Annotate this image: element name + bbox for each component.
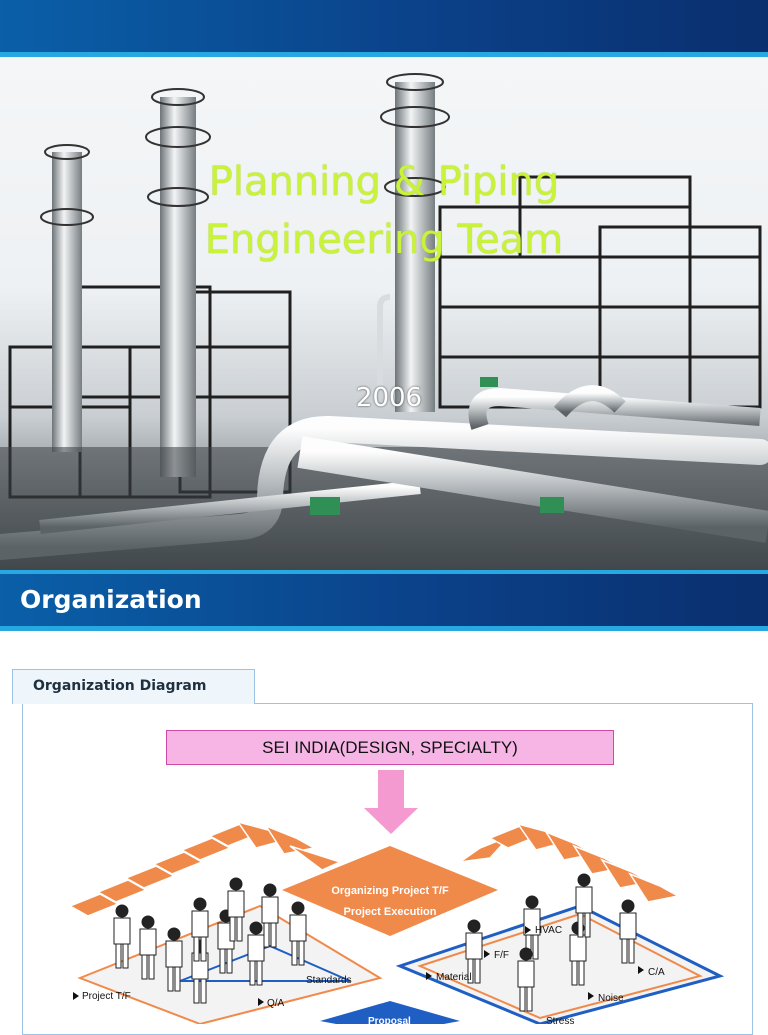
organization-diagram (68, 770, 725, 1024)
diagram-tab: Organization Diagram (12, 669, 255, 704)
label-project-tf: Project T/F (82, 991, 131, 1002)
label-bottom-diamond: Proposal (368, 1016, 411, 1027)
hero-year: 2006 (355, 383, 423, 413)
people-figure-icon (113, 873, 637, 1012)
label-qa: Q/A (267, 998, 285, 1009)
label-stress: Stress (546, 1016, 575, 1027)
hero-plant-image: Planning & Piping Engineering Team 2006 (0, 57, 768, 570)
top-header-band (0, 0, 768, 52)
refinery-illustration (0, 73, 768, 570)
label-hvac: HVAC (535, 925, 563, 936)
left-orange-steps (68, 820, 343, 917)
label-noise: Noise (598, 993, 624, 1004)
center-label-line-2: Project Execution (343, 906, 437, 918)
right-orange-steps (459, 822, 681, 903)
triangle-bullet-icon (73, 926, 644, 1006)
right-platform (395, 904, 725, 1024)
section-header-band (0, 574, 768, 626)
center-label-line-1: Organizing Project T/F (331, 885, 449, 897)
hero-title-line-1: Planning & Piping (208, 159, 560, 205)
label-standards: Standards (306, 975, 352, 986)
slide-divider-line (0, 570, 768, 574)
label-ff: F/F (494, 950, 509, 961)
diagram-tab-label: Organization Diagram (33, 678, 207, 694)
label-ca: C/A (648, 967, 665, 978)
section-header-accent-line (0, 626, 768, 631)
sei-india-label: SEI INDIA(DESIGN, SPECIALTY) (262, 737, 518, 757)
label-material: Material (436, 972, 472, 983)
hero-title-line-2: Engineering Team (204, 217, 564, 263)
section-title: Organization (20, 585, 202, 614)
center-diamond (282, 846, 498, 936)
sei-india-box: SEI INDIA(DESIGN, SPECIALTY) (166, 730, 614, 765)
bottom-diamond (320, 1001, 460, 1024)
down-arrow-icon (364, 770, 418, 834)
top-header-accent-line (0, 52, 768, 57)
